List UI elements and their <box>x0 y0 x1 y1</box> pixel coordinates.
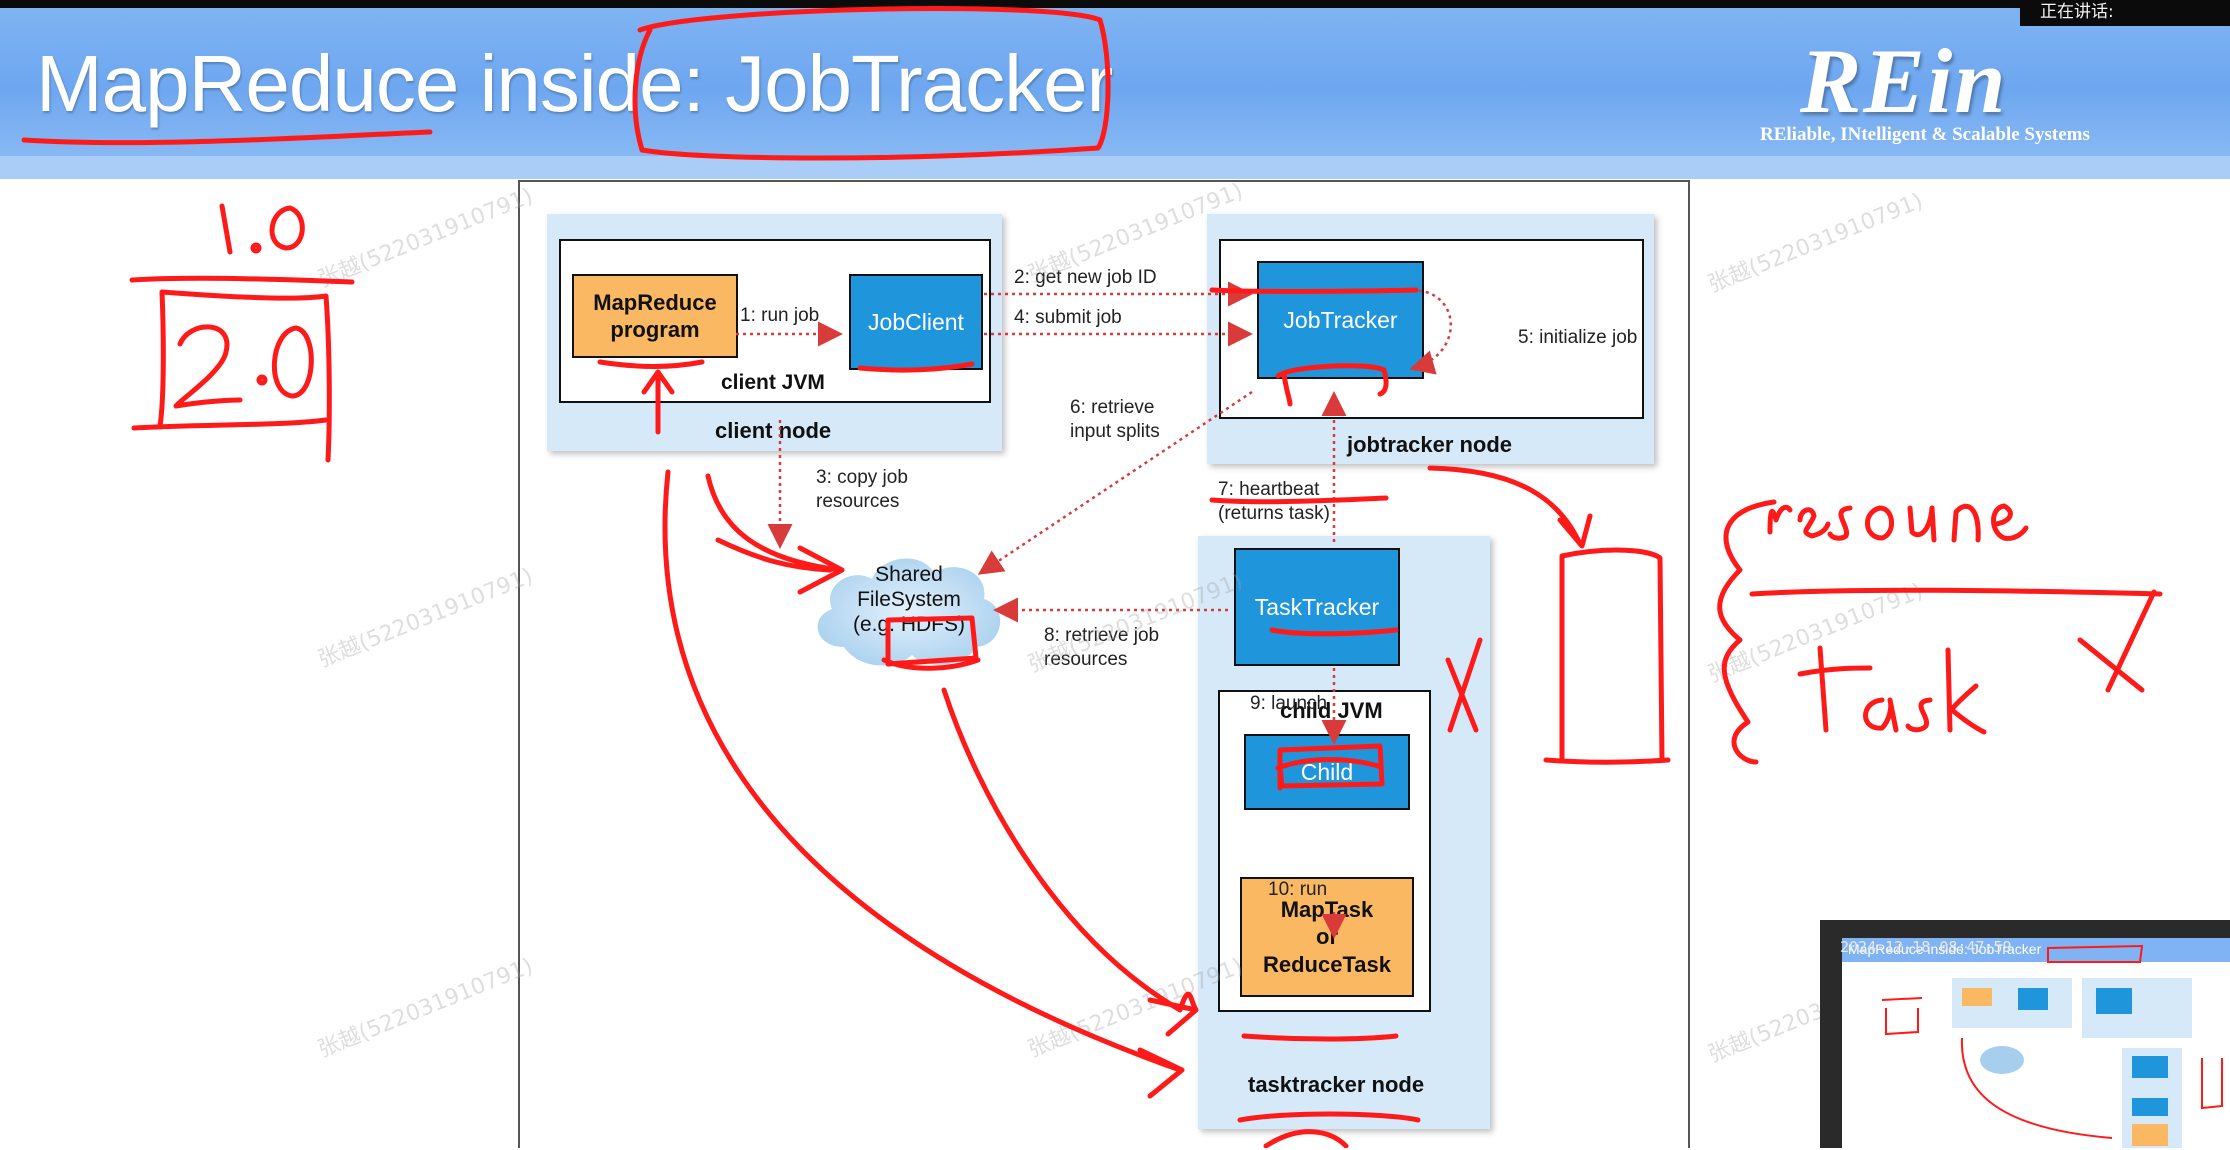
tasktracker-node: TaskTracker child JVM Child MapTask or R… <box>1198 536 1490 1129</box>
jobclient-label: JobClient <box>868 308 964 335</box>
child-jvm-label: child JVM <box>1280 698 1383 723</box>
task-or-label: or <box>1316 924 1338 950</box>
watermark: 张越(522031910791) <box>1704 188 1927 298</box>
jobclient-box: JobClient <box>849 274 983 370</box>
step-6-line2: input splits <box>1070 420 1160 442</box>
jobtracker-box: JobTracker <box>1257 261 1424 379</box>
shared-fs-label: Shared FileSystem (e.g. HDFS) <box>844 562 974 638</box>
child-label: Child <box>1300 758 1354 785</box>
rein-logo: REin <box>1800 30 2008 132</box>
mapreduce-program-label: MapReduce program <box>593 289 717 343</box>
step-7-line2: (returns task) <box>1218 502 1330 524</box>
step-1-label: 1: run job <box>740 305 820 326</box>
step-6-line1: 6: retrieve <box>1070 397 1155 418</box>
pip-thumbnail[interactable]: MapReduce inside: JobTracker 2024-12-18 … <box>1820 920 2230 1148</box>
step-7-label: 7: heartbeat (returns task) <box>1218 478 1330 526</box>
client-node-label: client node <box>715 418 832 443</box>
client-jvm-label: client JVM <box>721 371 825 394</box>
tasktracker-node-label: tasktracker node <box>1248 1072 1425 1097</box>
child-jvm: child JVM Child MapTask or ReduceTask <box>1218 690 1431 1012</box>
shared-fs-line3: (e.g. HDFS) <box>852 613 965 637</box>
mapreduce-program-box: MapReduce program <box>572 274 738 358</box>
step-10-label: 10: run <box>1268 879 1328 900</box>
header-band <box>0 156 2230 179</box>
watermark: 张越(522031910791) <box>314 563 537 673</box>
step-7-line1: 7: heartbeat <box>1218 479 1320 500</box>
speaking-indicator: 正在讲话: <box>2020 0 2230 26</box>
step-3-line2: resources <box>816 490 900 512</box>
pip-timestamp: 2024-12-18 08:47:59 <box>1840 938 2012 956</box>
tasktracker-box: TaskTracker <box>1234 548 1400 666</box>
tasktracker-label: TaskTracker <box>1254 593 1380 620</box>
pip-header: MapReduce inside: JobTracker <box>1842 938 2230 962</box>
watermark: 张越(522031910791) <box>314 183 537 293</box>
step-3-line1: 3: copy job <box>816 467 908 488</box>
step-3-label: 3: copy job resources <box>816 466 908 514</box>
step-9-label: 9: launch <box>1250 693 1328 714</box>
client-jvm: MapReduce program JobClient client JVM <box>559 239 991 403</box>
child-box: Child <box>1244 734 1410 810</box>
shared-fs-line1: Shared <box>875 563 943 586</box>
jobtracker-label: JobTracker <box>1283 306 1398 333</box>
step-4-label: 4: submit job <box>1014 307 1122 328</box>
step-5-label: 5: initialize job <box>1518 327 1638 348</box>
watermark: 张越(522031910791) <box>1704 578 1927 688</box>
jobtracker-node-label: jobtracker node <box>1347 432 1513 457</box>
slide-header: MapReduce inside: JobTracker REin REliab… <box>0 8 2230 179</box>
shared-fs-line2: FileSystem <box>857 588 961 612</box>
step-2-label: 2: get new job ID <box>1014 267 1157 288</box>
watermark: 张越(522031910791) <box>314 953 537 1063</box>
reducetask-label: ReduceTask <box>1263 951 1391 977</box>
logo-tagline: REliable, INtelligent & Scalable Systems <box>1760 124 2090 145</box>
pip-diagram-preview <box>1881 944 2223 1148</box>
top-black-strip <box>0 0 2230 8</box>
slide-title: MapReduce inside: JobTracker <box>36 39 1113 128</box>
pip-title: MapReduce inside: JobTracker <box>1848 941 2042 957</box>
pip-slide: MapReduce inside: JobTracker <box>1842 938 2230 1148</box>
step-6-label: 6: retrieve input splits <box>1070 396 1160 444</box>
client-node: MapReduce program JobClient client JVM c… <box>547 214 1002 451</box>
